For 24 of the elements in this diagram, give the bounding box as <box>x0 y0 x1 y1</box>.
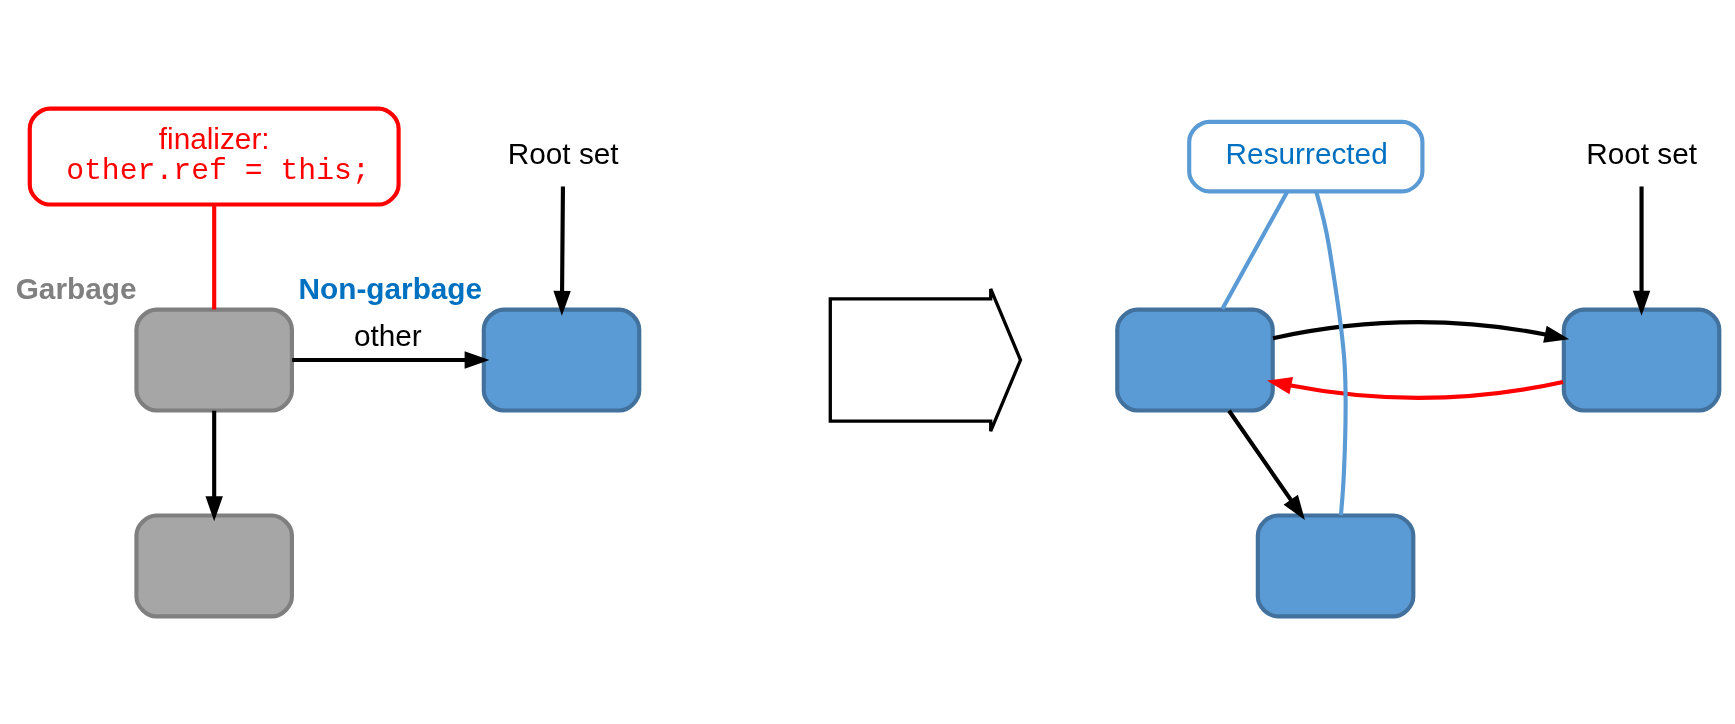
node-box: finalizer: other.ref = this; <box>27 106 401 207</box>
connector <box>1314 190 1348 515</box>
arrow <box>1272 319 1570 343</box>
node-arrow <box>828 286 1023 433</box>
node-label: Non-garbage <box>298 271 483 305</box>
node-text: Root set <box>507 136 619 170</box>
node-box <box>134 512 294 618</box>
arrow <box>1227 409 1305 520</box>
node-box <box>481 307 642 413</box>
node-label: Garbage <box>15 271 137 305</box>
arrow <box>1632 186 1651 316</box>
node-box <box>1115 307 1275 413</box>
node-box <box>1255 512 1416 618</box>
arrow <box>1266 376 1564 400</box>
connector <box>212 204 217 309</box>
edge-label: other <box>353 318 422 352</box>
node-box: Resurrected <box>1187 119 1425 193</box>
arrow <box>292 350 490 369</box>
arrow <box>205 410 223 521</box>
node-box <box>134 307 294 413</box>
connector <box>1220 190 1290 310</box>
node-text: Root set <box>1586 136 1698 170</box>
node-box <box>1561 307 1722 413</box>
arrow <box>553 185 571 316</box>
